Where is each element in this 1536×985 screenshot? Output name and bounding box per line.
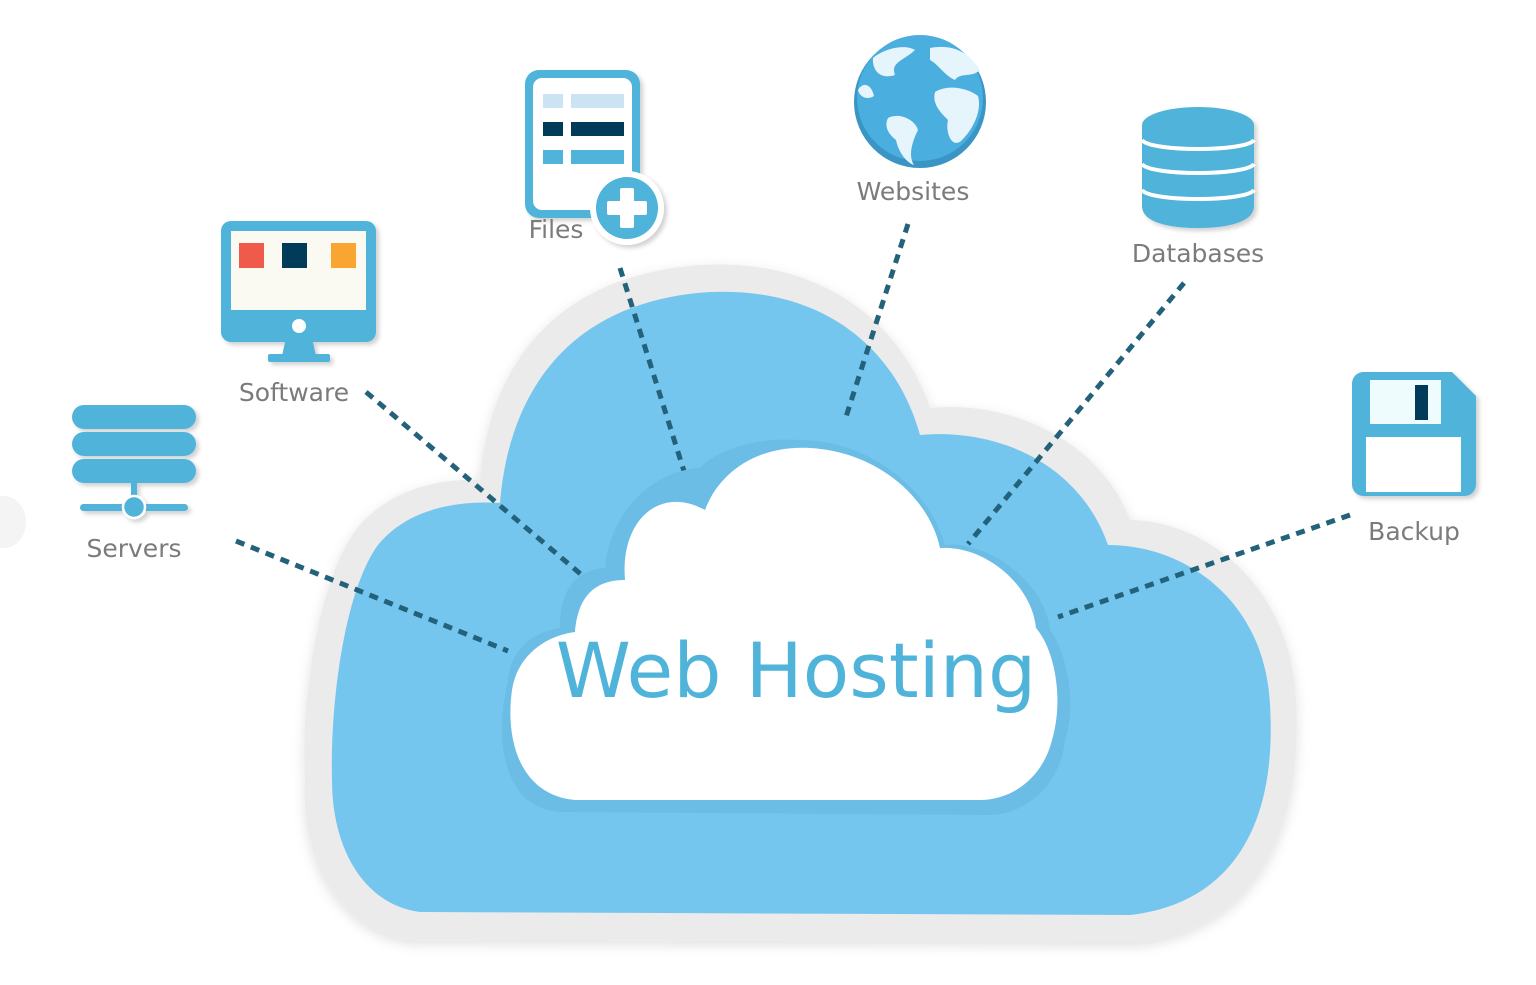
database-icon (1140, 107, 1256, 228)
connector-servers (235, 538, 509, 654)
monitor-icon (221, 221, 376, 362)
node-label-software: Software (239, 378, 349, 407)
globe-icon (854, 35, 986, 168)
connectors (235, 223, 1351, 654)
node-label-files: Files (529, 215, 584, 244)
background-blob (0, 496, 26, 548)
connector-backup (1057, 512, 1351, 620)
node-label-websites: Websites (857, 177, 970, 206)
node-backup: Backup (1352, 372, 1476, 546)
node-files: Files (525, 70, 664, 245)
node-software: Software (221, 221, 376, 407)
node-label-databases: Databases (1132, 239, 1264, 268)
node-servers: Servers (72, 405, 196, 563)
server-stack-icon (72, 405, 196, 520)
connector-databases (966, 281, 1186, 546)
diagram-title: Web Hosting (556, 626, 1036, 715)
file-add-icon (525, 70, 664, 245)
node-databases: Databases (1132, 107, 1264, 268)
node-label-backup: Backup (1368, 517, 1460, 546)
node-websites: Websites (854, 35, 986, 206)
inner-cloud (510, 447, 1058, 800)
node-label-servers: Servers (86, 534, 181, 563)
floppy-disk-icon (1352, 372, 1476, 496)
connector-websites (842, 223, 911, 421)
connector-software (364, 390, 592, 584)
